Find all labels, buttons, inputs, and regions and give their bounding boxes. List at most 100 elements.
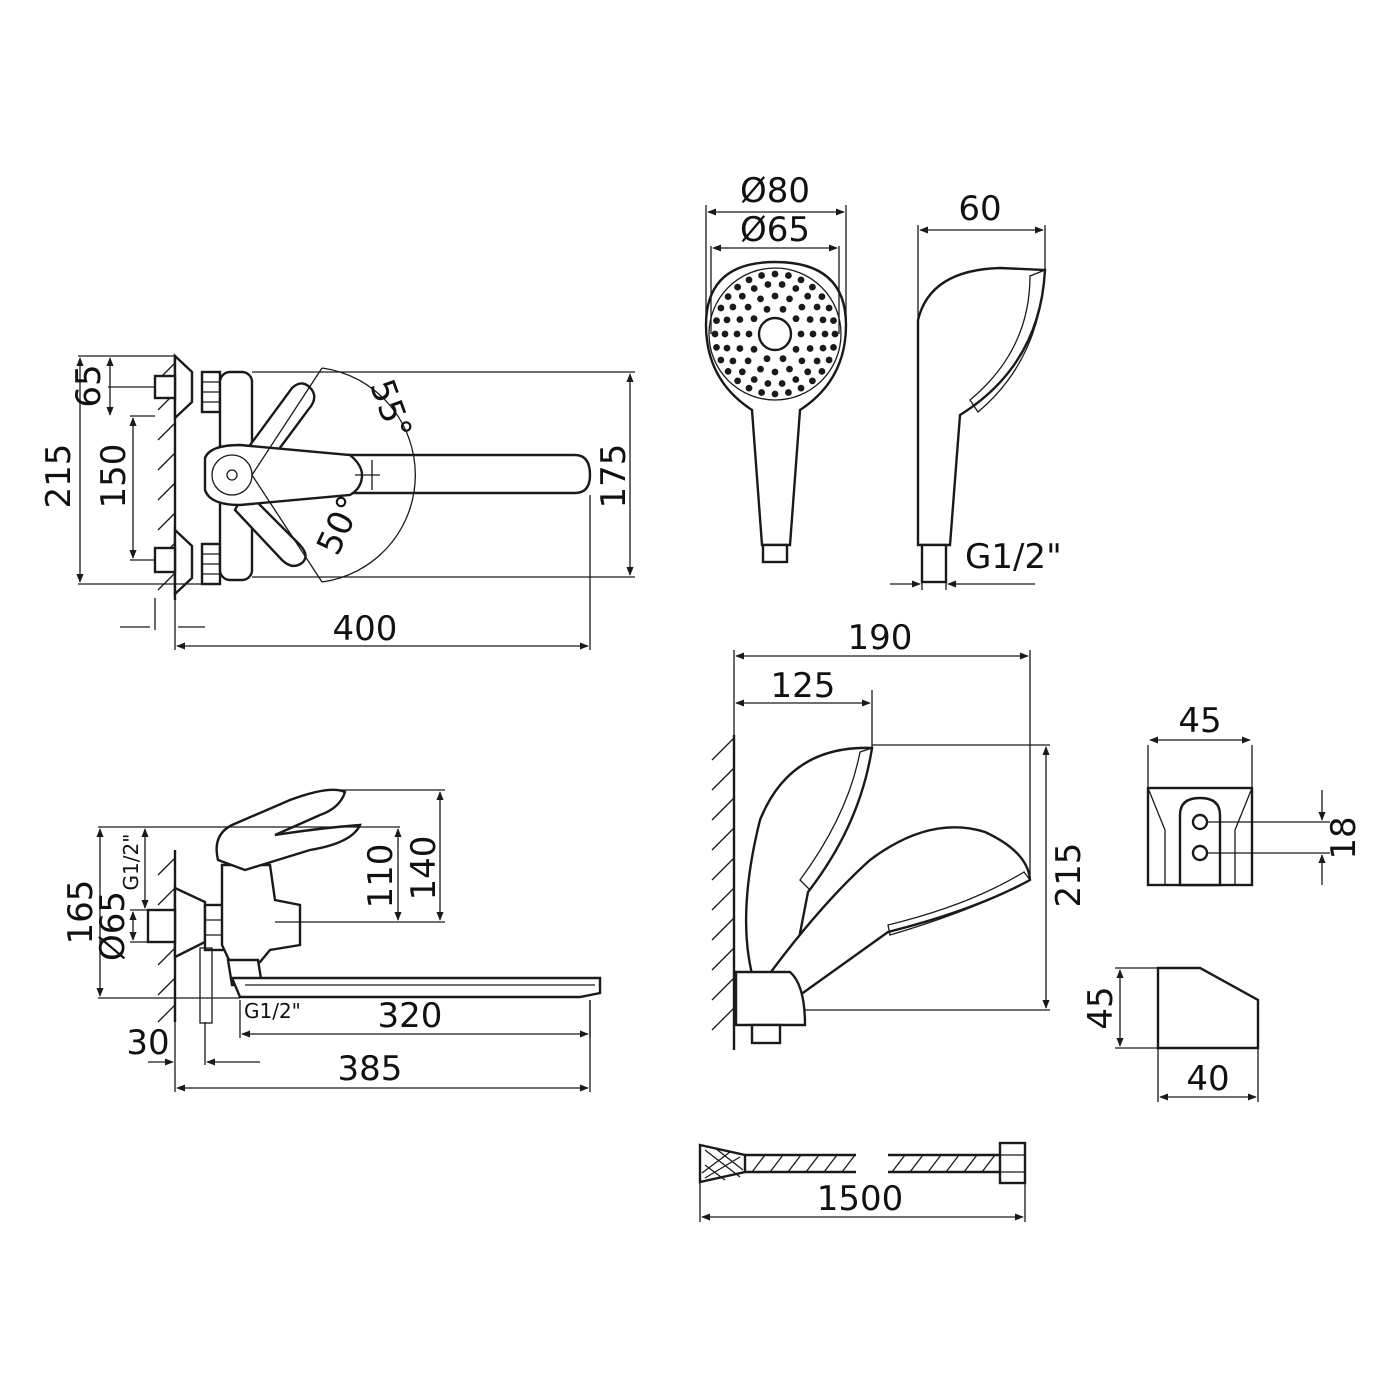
nozzle-dot [771, 368, 779, 376]
thread-g12-label: G1/2" [965, 537, 1062, 577]
center-hub [757, 316, 793, 352]
nozzle-dot [792, 345, 800, 353]
nozzle-dot [771, 270, 779, 278]
nozzle-dot [786, 365, 793, 373]
nozzle-dot [764, 281, 772, 288]
nozzle-dot [821, 330, 829, 338]
nozzle-dot [723, 316, 731, 324]
nozzle-dot [813, 357, 821, 365]
nozzle-dot [818, 293, 826, 300]
nozzle-dot [757, 365, 764, 373]
hand-shower-side-view: 60 G1/2" [890, 189, 1062, 590]
nozzle-dot [809, 283, 816, 291]
nozzle-dot [771, 292, 779, 300]
nozzle-dot [721, 330, 729, 338]
nozzle-dot [830, 317, 837, 324]
dim-60-label: 60 [958, 189, 1001, 229]
side-spout [230, 976, 602, 999]
dim-110-label: 110 [361, 844, 401, 909]
nozzle-dot [825, 356, 833, 364]
nozzle-dot [804, 292, 812, 300]
spray-face [969, 269, 1046, 413]
nozzle-dot [738, 292, 746, 300]
angle-55-label: 55° [361, 374, 419, 444]
nozzle-dot [744, 303, 752, 311]
hand-shower-outline [704, 260, 848, 547]
dim-18-label: 18 [1324, 816, 1364, 859]
dim-400-label: 400 [333, 609, 398, 649]
holder-connector [750, 1023, 782, 1045]
nozzle-dot [750, 285, 758, 292]
nozzle-dot [736, 345, 744, 352]
dim-d80-label: Ø80 [740, 171, 810, 211]
dim-d65-label: Ø65 [740, 210, 810, 250]
nozzle-dot [819, 316, 827, 324]
nozzle-dot [750, 315, 758, 323]
dim-385-label: 385 [338, 1049, 403, 1089]
eccentric-connector-top [153, 353, 222, 421]
nozzle-dot [792, 315, 800, 323]
nozzle-dot [750, 345, 758, 353]
nozzle-dot [786, 295, 793, 303]
nozzle-dot [809, 377, 816, 385]
nozzle-dot [798, 303, 806, 311]
nozzle-dot [792, 285, 800, 292]
hose-nut [998, 1141, 1027, 1185]
diverter-pipe [199, 947, 213, 1024]
hand-shower-front-view: Ø80 Ø65 [704, 171, 848, 564]
nozzle-dot [785, 389, 792, 396]
nozzle-dot [734, 377, 741, 385]
nozzle-dot [806, 316, 814, 323]
dim-215-assembly-label: 215 [1049, 843, 1089, 908]
nozzle-dot [758, 272, 765, 279]
nozzle-dot [734, 283, 741, 291]
hand-shower-connector [761, 543, 789, 564]
dim-65-label: 65 [69, 364, 109, 407]
mixer-front-view: 215 65 150 55° 50° 175 400 [39, 353, 635, 650]
nozzle-dot [757, 295, 764, 303]
nozzle-dot [744, 357, 752, 365]
side-connector [920, 543, 948, 584]
holder-side-body [1156, 966, 1260, 1050]
connection-pipe [146, 908, 177, 944]
nozzle-pattern [711, 270, 839, 398]
nozzle-dot [729, 357, 737, 365]
nozzle-dot [806, 345, 814, 352]
nozzle-dot [819, 344, 827, 352]
nozzle-dot [750, 376, 758, 383]
mixer-side-view: 165 G1/2" Ø65 110 140 G1/2" 320 30 385 [61, 788, 602, 1092]
nozzle-dot [825, 304, 833, 312]
mounting-hole-bottom [1191, 844, 1209, 862]
dim-140-label: 140 [404, 836, 444, 901]
nozzle-dot [831, 330, 839, 338]
nozzle-dot [797, 276, 805, 284]
holder-side-view: 45 40 [1081, 966, 1260, 1102]
nozzle-dot [778, 380, 786, 387]
nozzle-dot [830, 344, 837, 351]
nozzle-dot [818, 368, 826, 375]
nozzle-dot [738, 368, 746, 376]
wall-hatch-assembly [711, 735, 736, 1050]
nozzle-dot [779, 305, 787, 313]
dim-150-label: 150 [94, 444, 134, 509]
hose-winding [751, 1154, 996, 1173]
nozzle-dot [711, 330, 719, 338]
nozzle-dot [797, 330, 805, 338]
nozzle-dot [745, 276, 753, 284]
nozzle-dot [809, 330, 817, 338]
nozzle-dot [804, 368, 812, 376]
nozzle-dot [745, 330, 753, 338]
nozzle-dot [713, 317, 720, 324]
dim-175-label: 175 [594, 444, 634, 509]
nozzle-dot [792, 376, 800, 383]
extended-hand-shower [763, 826, 1032, 997]
thread-top-label: G1/2" [119, 834, 143, 891]
wall-holder-assembly: 190 125 215 [711, 618, 1089, 1050]
nozzle-dot [763, 355, 771, 363]
dim-30-label: 30 [126, 1023, 169, 1063]
side-body [220, 863, 302, 964]
nozzle-dot [758, 389, 765, 396]
holder-front-view: 45 18 [1146, 701, 1364, 887]
nozzle-dot [713, 344, 720, 351]
